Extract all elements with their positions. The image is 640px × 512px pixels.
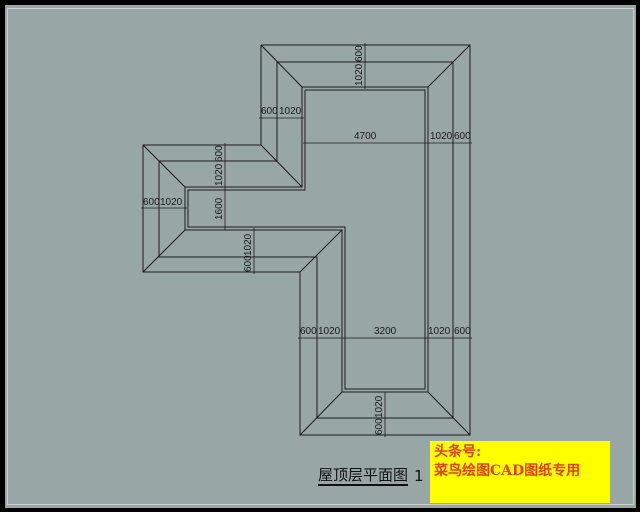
dim-label: 1600 [214,197,225,220]
watermark-line1: 头条号: [434,444,482,460]
dim-label: 600 [300,326,317,337]
dim-label: 1020 [243,233,254,256]
dimension-lines [141,43,472,437]
drawing-scale: 1 [414,467,424,485]
dim-label: 600 [143,197,160,208]
dim-label: 600 [214,145,225,162]
dim-label: 1020 [160,197,183,208]
drawing-frame [7,8,634,505]
dim-label: 1020 [214,163,225,186]
drawing-title: 屋顶层平面图 [318,466,409,486]
dim-label: 600 [374,418,385,435]
dim-label: 1020 [279,106,302,117]
dim-label: 4700 [354,131,377,142]
wall-outline [184,86,429,393]
dim-label: 1020 [430,131,453,142]
dim-label: 1020 [354,63,365,86]
dim-label: 600 [454,326,471,337]
eave-outer-outline [142,44,471,436]
eave-middle-outline [158,61,454,419]
cad-drawing-canvas [5,5,636,508]
hip-lines [142,44,471,436]
watermark-line2: 菜鸟绘图CAD图纸专用 [434,463,581,479]
dim-label: 600 [261,106,278,117]
dim-label: 600 [354,45,365,62]
dim-label: 1020 [318,326,341,337]
dim-label: 600 [454,131,471,142]
dim-label: 600 [243,255,254,272]
wall-inner-outline [187,89,426,390]
dim-label: 1020 [428,326,451,337]
watermark-box: 头条号: 菜鸟绘图CAD图纸专用 [430,441,610,503]
dim-label: 3200 [374,326,397,337]
dim-label: 1020 [374,395,385,418]
